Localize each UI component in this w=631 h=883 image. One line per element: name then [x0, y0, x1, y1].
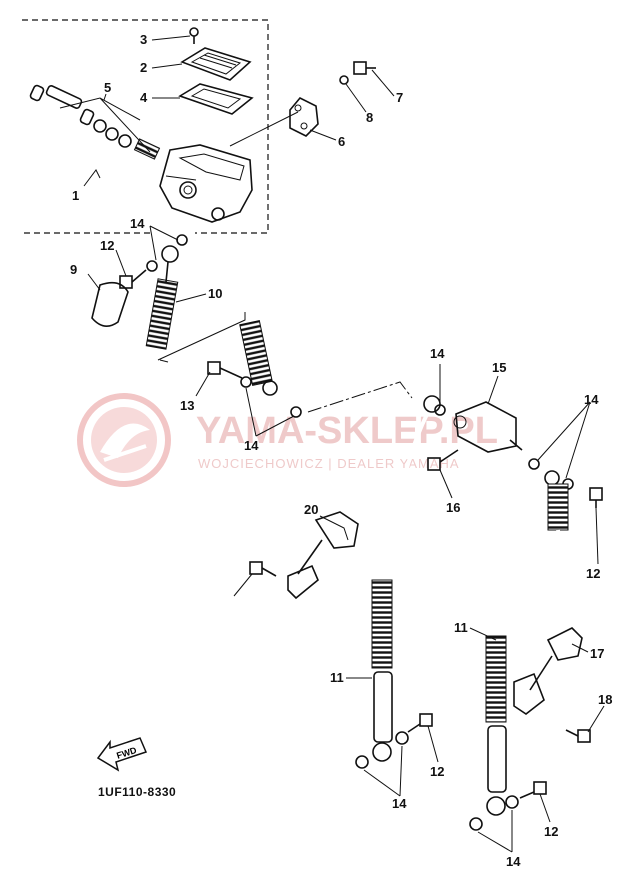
callout-12-b: 12: [586, 566, 600, 581]
callout-3: 3: [140, 32, 147, 47]
watermark-tagline: WOJCIECHOWICZ | DEALER YAMAHA: [198, 456, 460, 471]
reservoir-diaphragm: [178, 83, 254, 115]
callout-10: 10: [208, 286, 222, 301]
reservoir-cap: [180, 47, 252, 81]
callout-14-d: 14: [584, 392, 599, 407]
callout-15: 15: [492, 360, 506, 375]
copper-washer: [290, 406, 302, 418]
forward-arrow-icon: FWD: [96, 737, 148, 772]
master-cylinder-body: [159, 144, 253, 223]
union-bolt-middle: [207, 361, 243, 379]
brake-hose-upper: [145, 245, 179, 350]
callout-13: 13: [180, 398, 194, 413]
hose-guide-right: [513, 627, 583, 715]
piston-kit: [29, 84, 161, 160]
clamp-bracket: [289, 97, 319, 137]
callout-9: 9: [70, 262, 77, 277]
callout-labels: 3 2 4 5 1 6 7 8 9 14 12 10 13 14 14 15 1…: [70, 32, 612, 869]
union-bolt-right-upper: [589, 487, 603, 508]
callout-11-a: 11: [330, 670, 344, 685]
callout-14-a: 14: [130, 216, 145, 231]
brake-hose-middle: [239, 320, 278, 396]
copper-washer: [176, 234, 188, 246]
clamp-bolt: [353, 61, 376, 75]
callout-14-c: 14: [430, 346, 445, 361]
callout-18: 18: [598, 692, 612, 707]
callout-19: 20: [304, 502, 318, 517]
guide-bolt-right: [565, 729, 591, 743]
callout-6: 6: [338, 134, 345, 149]
copper-washer: [240, 376, 252, 388]
copper-washer: [505, 795, 519, 809]
callout-14-e: 14: [392, 796, 407, 811]
callout-11-b: 11: [454, 620, 468, 635]
callout-1: 1: [72, 188, 79, 203]
callout-14-f: 14: [506, 854, 521, 869]
union-bolt-right-lower: [519, 781, 547, 799]
copper-washer: [146, 260, 158, 272]
copper-washer: [355, 755, 369, 769]
callout-5: 5: [104, 80, 111, 95]
callout-7: 7: [396, 90, 403, 105]
banjo-boot: [91, 281, 129, 327]
leader-lines: [59, 35, 605, 853]
callout-8: 8: [366, 110, 373, 125]
guide-bolt-left: [249, 561, 277, 577]
brake-hose-left: [371, 395, 441, 762]
callout-17: 17: [590, 646, 604, 661]
hose-guide-left: [287, 511, 359, 600]
watermark-brand: YAMA-SKLEP.PL: [196, 410, 498, 452]
brake-hose-joint: [453, 401, 523, 453]
copper-washer: [395, 731, 409, 745]
washer: [339, 75, 349, 85]
callout-2: 2: [140, 60, 147, 75]
brake-hose-right: [485, 458, 574, 816]
callout-12-d: 12: [544, 824, 558, 839]
callout-14-b: 14: [244, 438, 259, 453]
union-bolt-upper: [119, 269, 147, 289]
assembly-boundary: [22, 19, 269, 234]
watermark: YAMA-SKLEP.PL WOJCIECHOWICZ | DEALER YAM…: [77, 393, 498, 487]
callout-16: 16: [446, 500, 460, 515]
copper-washer: [469, 817, 483, 831]
reservoir-screw: [189, 27, 199, 44]
joint-bolt: [427, 449, 459, 471]
union-bolt-left-lower: [407, 713, 433, 733]
watermark-logo-icon: [77, 393, 171, 487]
copper-washer: [434, 404, 446, 416]
part-code: 1UF110-8330: [98, 785, 176, 799]
callout-12-c: 12: [430, 764, 444, 779]
callout-4: 4: [140, 90, 148, 105]
callout-12-a: 12: [100, 238, 114, 253]
